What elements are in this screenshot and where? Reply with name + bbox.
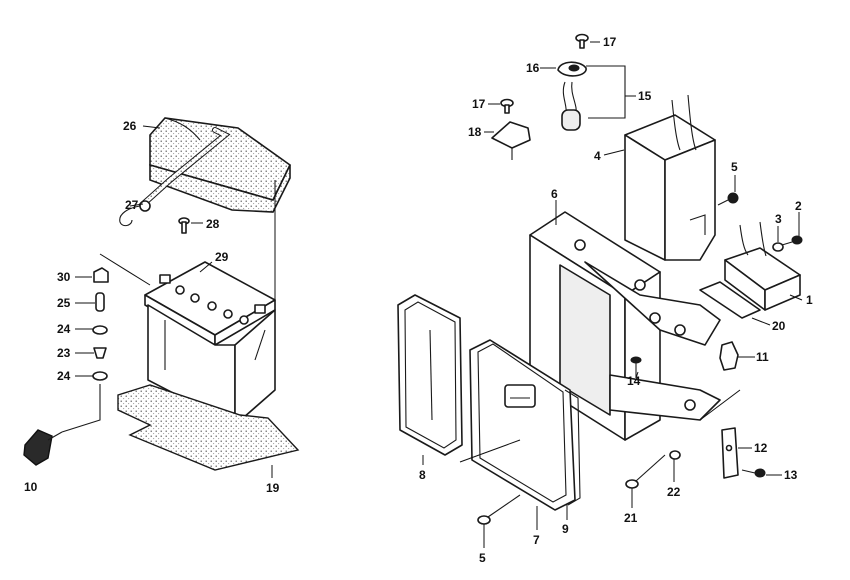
bracket-11 [719,341,739,371]
screw-5-lower [477,494,521,525]
control-box-cover [469,339,576,511]
gasket-20 [699,281,761,319]
callout-29: 29 [215,250,229,264]
hold-down-strap [119,127,231,227]
wire-grommet [561,65,636,131]
screw-top [575,33,589,49]
callout-24-upper: 24 [57,322,71,336]
callout-19: 19 [266,481,280,495]
terminal-clamp [23,384,101,466]
washer-22 [669,450,681,460]
callout-labels: 26 27 28 29 30 25 24 23 24 10 19 17 16 1… [24,35,813,565]
screw-17b [500,98,514,114]
callout-6: 6 [551,187,558,201]
callout-21: 21 [624,511,638,525]
cable-clamp-16 [557,61,587,77]
callout-22: 22 [667,485,681,499]
callout-4: 4 [594,149,601,163]
callout-10: 10 [24,480,38,494]
right-leaders [422,41,803,548]
callout-8: 8 [419,468,426,482]
callout-15: 15 [638,89,652,103]
callout-7: 7 [533,533,540,547]
control-box-housing [529,211,721,441]
callout-24-lower: 24 [57,369,71,383]
cable-clip-18 [491,121,531,160]
terminal-stack [92,267,109,381]
battery-tray-mat [117,384,300,471]
callout-28: 28 [206,217,220,231]
callout-12: 12 [754,441,768,455]
callout-17-mid: 17 [472,97,486,111]
callout-2: 2 [795,199,802,213]
callout-18: 18 [468,125,482,139]
callout-9: 9 [562,522,569,536]
cover-gasket-9 [564,389,581,506]
bolt-21 [625,454,666,489]
callout-1: 1 [806,293,813,307]
callout-23: 23 [57,346,71,360]
control-unit [624,94,716,261]
callout-5-right: 5 [731,160,738,174]
callout-16: 16 [526,61,540,75]
clip-12 [721,427,739,479]
callout-5-lower: 5 [479,551,486,565]
screw-2 [781,235,803,246]
cover-gasket [397,294,463,456]
screw-5-right [717,192,739,206]
callout-27: 27 [125,198,139,212]
callout-17-top: 17 [603,35,617,49]
callout-13: 13 [784,468,798,482]
battery [144,261,276,426]
callout-26: 26 [123,119,137,133]
regulator [724,221,801,311]
battery-bolt [178,217,190,234]
bolt-14 [630,356,642,378]
callout-25: 25 [57,296,71,310]
washer-3 [772,242,784,252]
callout-3: 3 [775,212,782,226]
callout-30: 30 [57,270,71,284]
callout-11: 11 [756,350,769,364]
left-leaders [75,125,276,478]
callout-14: 14 [627,374,641,388]
screw-13 [741,468,766,478]
callout-20: 20 [772,319,786,333]
